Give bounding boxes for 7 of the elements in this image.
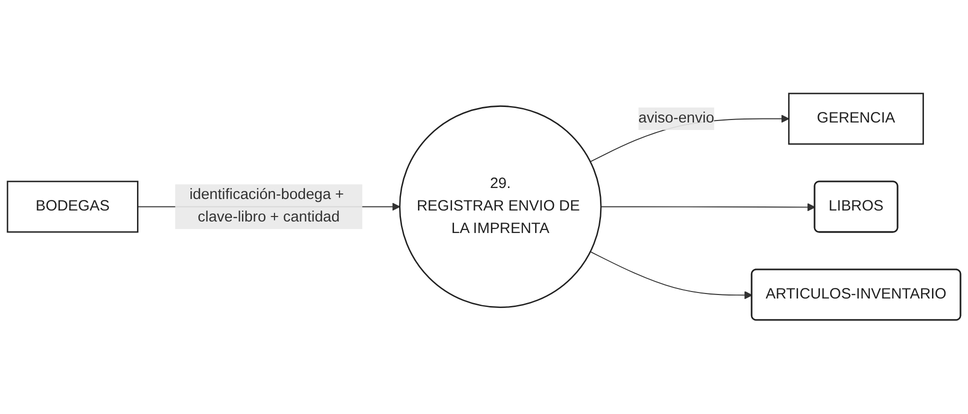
- edge-label: identificación-bodega + clave-libro + cantidad: [189, 187, 344, 226]
- node-box: GERENCIA: [788, 93, 924, 145]
- node-circle: 29. REGISTRAR ENVIO DE LA IMPRENTA: [399, 106, 602, 308]
- node-box: BODEGAS: [6, 181, 138, 233]
- edge-label: aviso-envio: [638, 110, 714, 127]
- arrow: [590, 252, 752, 300]
- arrow: [600, 203, 816, 212]
